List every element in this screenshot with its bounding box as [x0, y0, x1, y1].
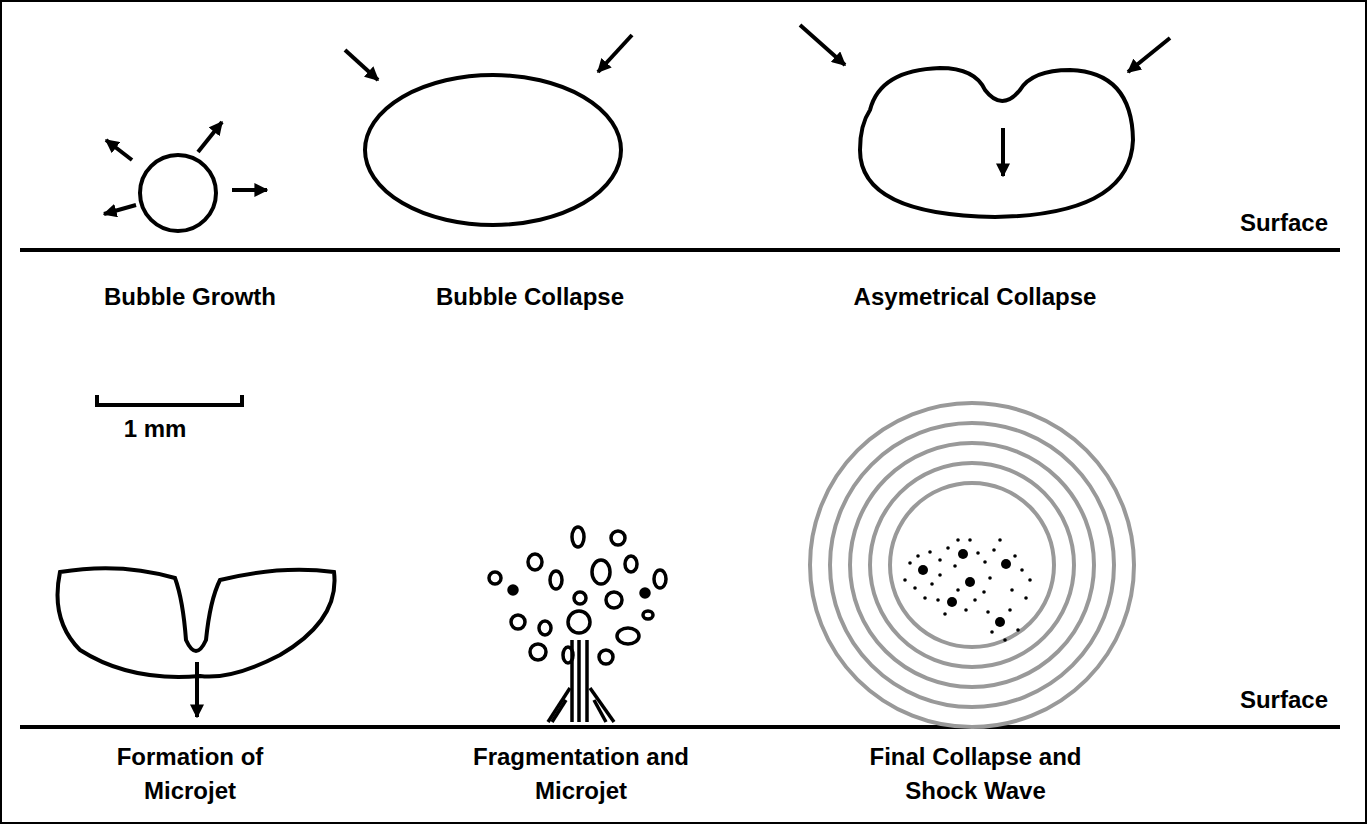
stage-caption: Formation of Microjet	[90, 740, 290, 808]
scale-bar	[97, 395, 242, 407]
surface-label: Surface	[1130, 683, 1328, 717]
bubble-collapse	[345, 35, 632, 225]
collapse-debris	[903, 538, 1032, 642]
stage-caption: Final Collapse and Shock Wave	[838, 740, 1113, 808]
shock-wave	[810, 403, 1134, 727]
surface-label: Surface	[1130, 206, 1328, 240]
bubble-growth	[104, 122, 267, 231]
surface-line	[20, 248, 1340, 252]
asymmetrical-collapse	[800, 25, 1170, 217]
stage-caption: Fragmentation and Microjet	[450, 740, 712, 808]
surface-line	[20, 725, 1340, 729]
stage-caption: Bubble Growth	[40, 280, 340, 314]
scale-label: 1 mm	[80, 412, 230, 446]
stage-caption: Asymetrical Collapse	[800, 280, 1150, 314]
stage-caption: Bubble Collapse	[380, 280, 680, 314]
fragmentation	[489, 527, 666, 722]
microjet-formation	[58, 568, 335, 717]
